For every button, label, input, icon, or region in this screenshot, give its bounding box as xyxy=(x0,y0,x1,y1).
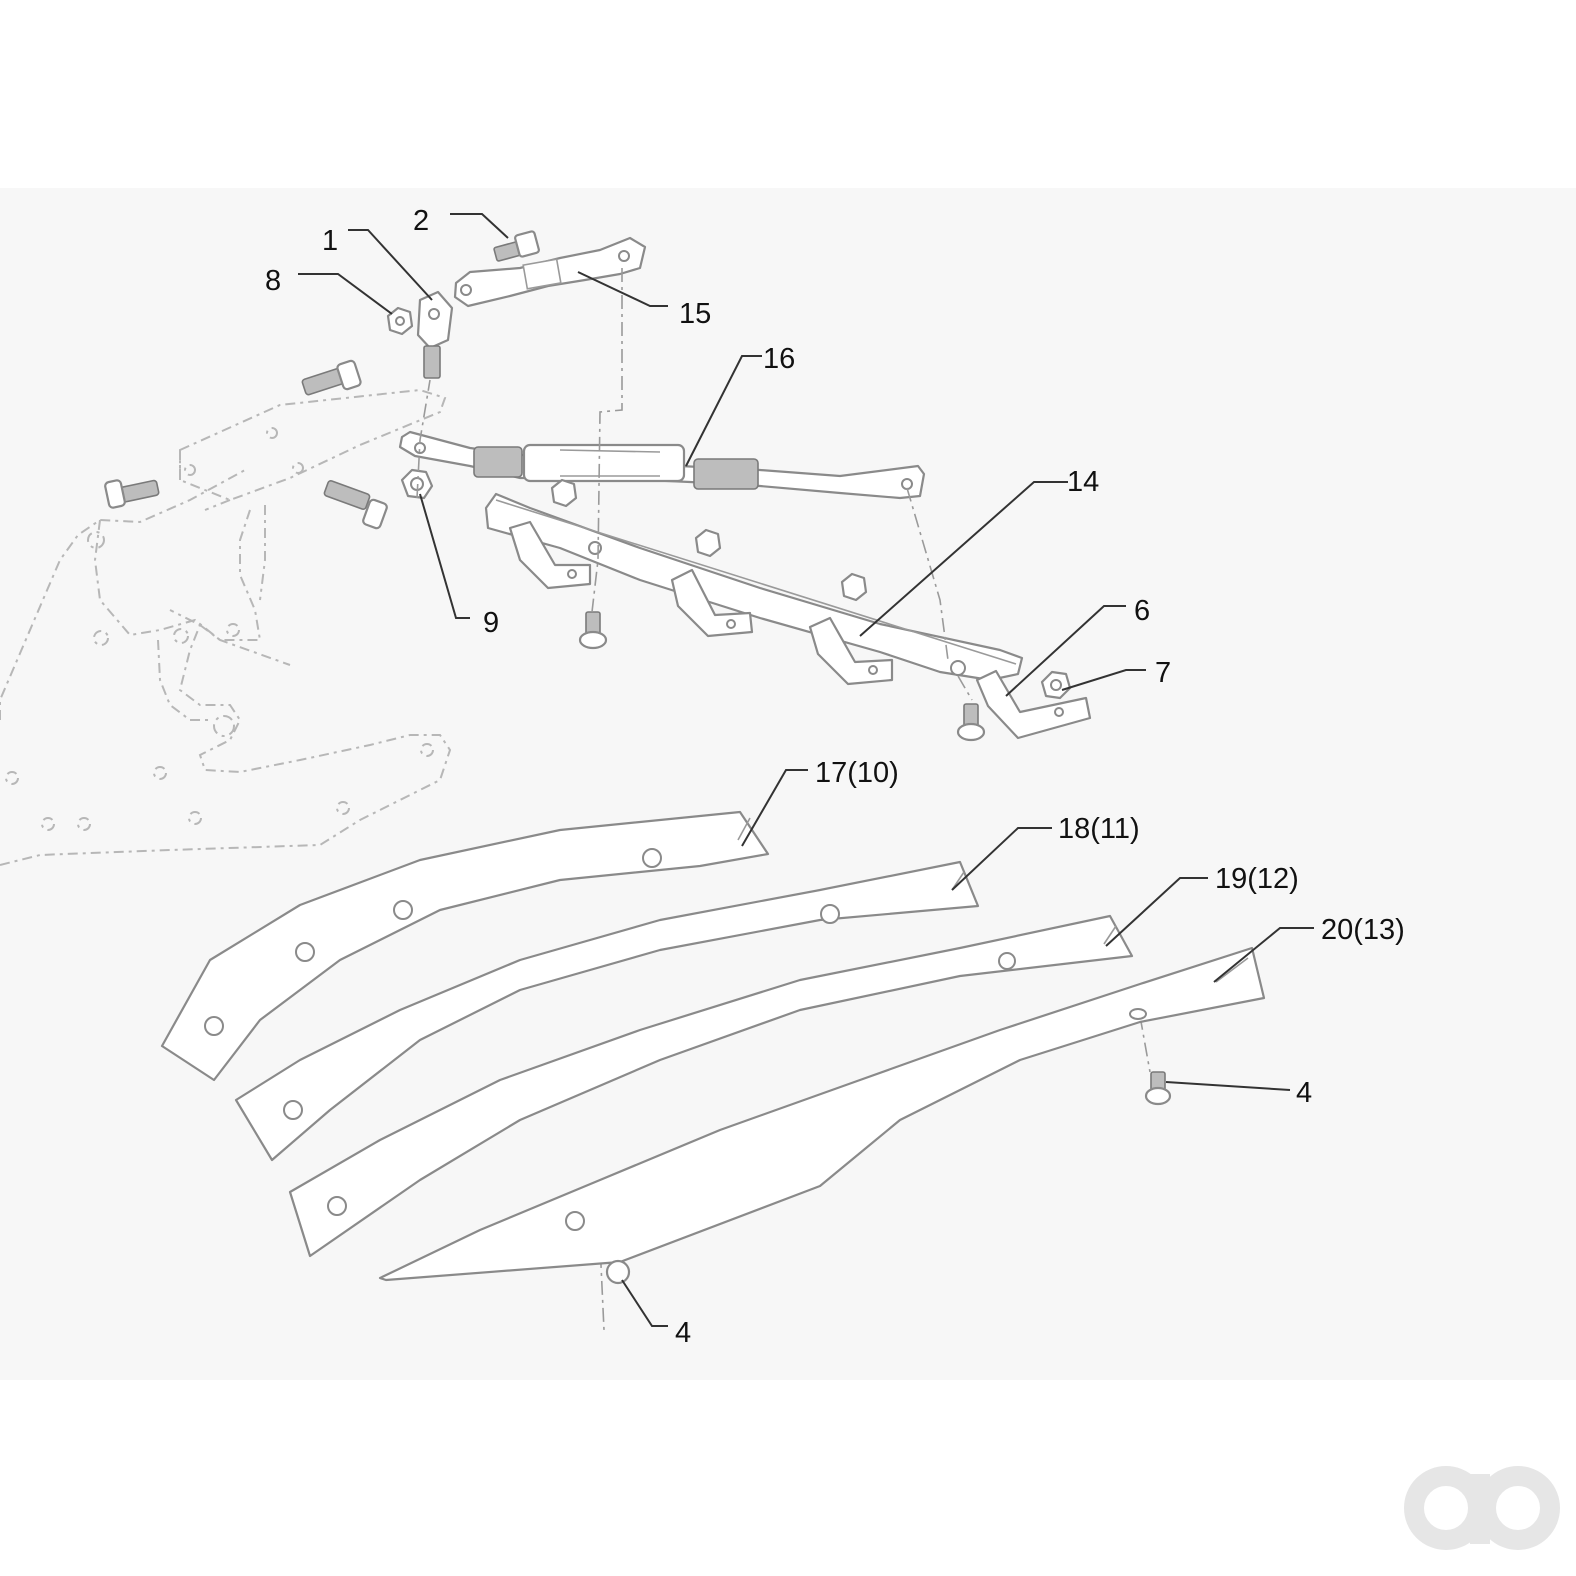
bolt-4-lower xyxy=(605,1259,631,1285)
callout-20: 20(13) xyxy=(1321,914,1405,946)
nut-8 xyxy=(386,306,414,336)
leader-lines xyxy=(298,213,1314,1327)
hook-tines xyxy=(508,520,1092,740)
callout-6: 6 xyxy=(1134,595,1150,627)
bracket-bolt-top xyxy=(301,359,362,396)
callout-9: 9 xyxy=(483,607,499,639)
bar-bolts xyxy=(578,611,986,742)
bolt-2 xyxy=(493,230,540,262)
callout-2: 2 xyxy=(413,205,429,237)
blade-18 xyxy=(234,860,980,1162)
rod-15 xyxy=(453,236,647,308)
tine-bar-14 xyxy=(484,492,1024,682)
callout-17: 17(10) xyxy=(815,757,899,789)
callout-18: 18(11) xyxy=(1058,813,1140,845)
turnbuckle-16 xyxy=(398,430,926,500)
blade-17 xyxy=(160,810,770,1082)
mounting-bracket xyxy=(179,388,447,511)
callout-14: 14 xyxy=(1067,466,1099,498)
callout-15: 15 xyxy=(679,298,711,330)
bolt-4-right xyxy=(1144,1071,1172,1106)
ghost-frame xyxy=(0,469,452,866)
callout-1: 1 xyxy=(322,225,338,257)
bracket-bolt-lower xyxy=(323,480,388,530)
nut-7 xyxy=(1040,670,1072,700)
callout-4-lower: 4 xyxy=(675,1317,691,1349)
callout-4-right: 4 xyxy=(1296,1077,1312,1109)
blade-19 xyxy=(288,914,1134,1258)
link-1 xyxy=(416,290,454,379)
callout-16: 16 xyxy=(763,343,795,375)
callout-8: 8 xyxy=(265,265,281,297)
bracket-bolt-left xyxy=(104,479,160,509)
ao-logo-icon xyxy=(1404,1466,1560,1550)
blade-20 xyxy=(378,946,1266,1282)
callout-19: 19(12) xyxy=(1215,863,1299,895)
callout-7: 7 xyxy=(1155,657,1171,689)
callout-labels: 1 2 8 15 16 14 9 6 7 17(10) 18(11) 19(12… xyxy=(265,205,1405,1349)
bar-nuts xyxy=(550,478,868,602)
